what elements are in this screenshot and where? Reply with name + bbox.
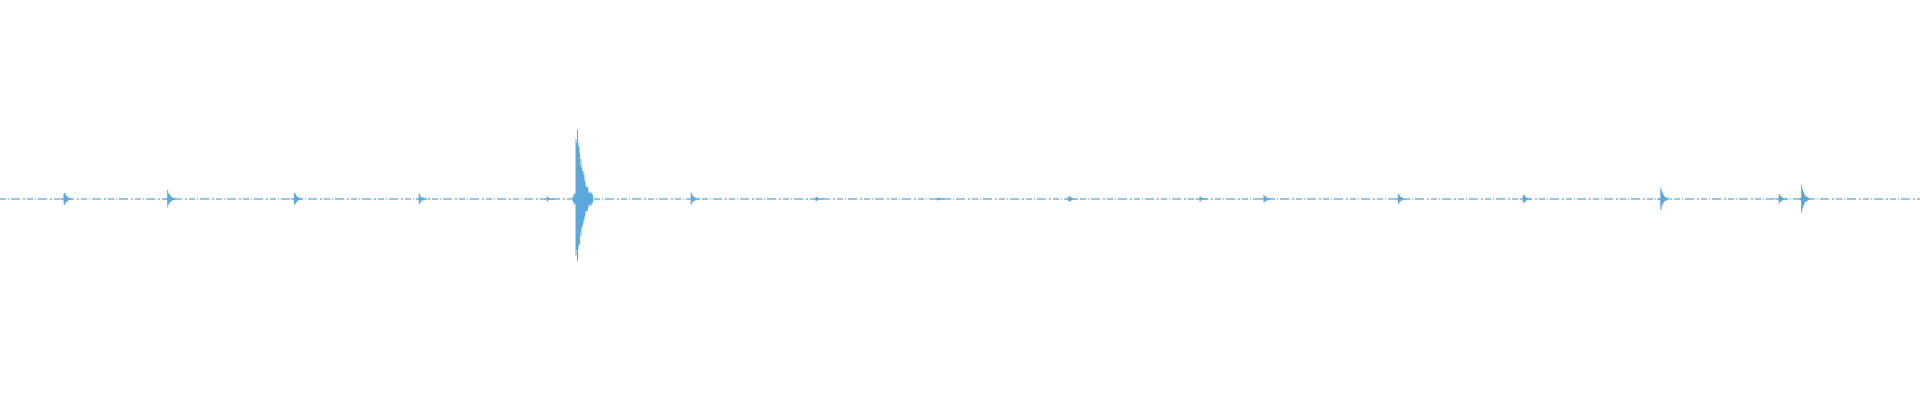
- transient-mark: [934, 197, 946, 201]
- transient-mark: [572, 129, 593, 261]
- waveform-transient: [290, 192, 303, 205]
- waveform-transient: [1657, 187, 1670, 211]
- waveform-transient: [415, 193, 428, 205]
- waveform-transient: [1065, 196, 1077, 202]
- waveform-transient: [1260, 194, 1272, 203]
- transient-mark: [1065, 196, 1077, 202]
- transient-mark: [1196, 196, 1208, 202]
- waveform-transient: [60, 193, 72, 205]
- transient-mark: [687, 192, 700, 205]
- transient-mark: [812, 196, 824, 202]
- transient-mark: [1519, 194, 1532, 203]
- waveform-transient: [687, 192, 700, 205]
- transient-mark: [1798, 185, 1811, 213]
- transient-mark: [1775, 193, 1788, 204]
- transient-mark: [290, 192, 303, 205]
- transient-mark: [164, 189, 176, 208]
- waveform-transient: [812, 196, 824, 202]
- transient-mark: [60, 193, 72, 205]
- transient-mark: [543, 196, 555, 202]
- waveform-transient: [1394, 194, 1407, 204]
- transient-mark: [1657, 187, 1670, 211]
- waveform-transient: [1775, 193, 1788, 204]
- transient-mark: [1394, 194, 1407, 204]
- waveform-transient: [572, 129, 593, 261]
- waveform-transient: [543, 196, 555, 202]
- waveform-transient: [934, 197, 946, 201]
- waveform-transient: [1798, 185, 1811, 213]
- transient-mark: [415, 193, 428, 205]
- waveform-transient: [164, 189, 176, 208]
- waveform-transient: [1196, 196, 1208, 202]
- transient-mark: [1260, 194, 1272, 203]
- waveform-transient: [1519, 194, 1532, 203]
